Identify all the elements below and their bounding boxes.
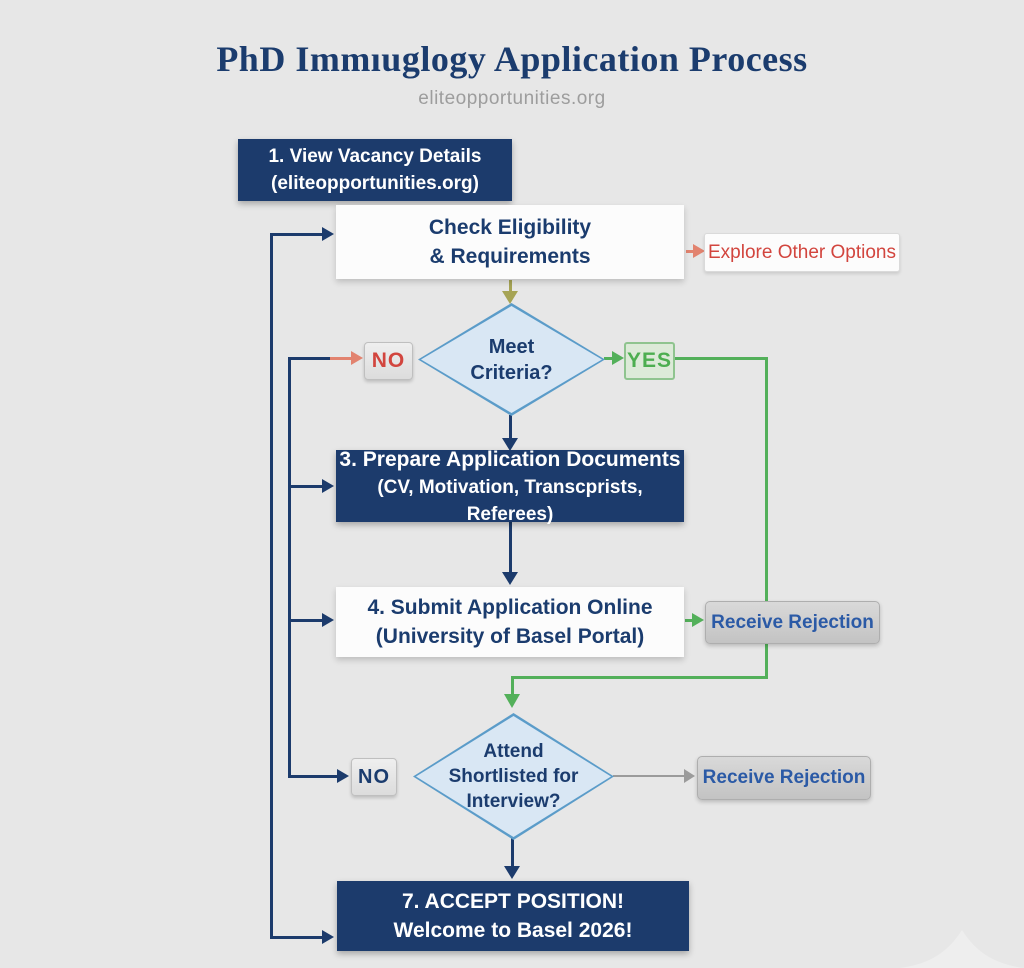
arrowhead-into-yes [612,351,624,365]
accept-position-line2: Welcome to Basel 2026! [393,919,633,942]
arrowhead-into-decision2 [504,694,520,708]
edge-step4-to-reject1 [685,619,695,622]
prepare-documents-line2: (CV, Motivation, Transcprists, Referees) [377,476,643,525]
arrowhead-into-reject2 [684,769,695,783]
edge-yes-out-horizontal [675,357,768,360]
accept-position-line1: 7. ACCEPT POSITION! [401,890,625,913]
explore-other-options-label: Explore Other Options [708,241,896,263]
arrowhead-into-no2 [337,769,349,783]
node-decision-shortlisted: Attend Shortlisted for Interview? [413,713,614,840]
node-prepare-documents: 3. Prepare Application Documents (CV, Mo… [336,448,684,525]
label-yes-1: YES [624,342,675,380]
edge-decision2-to-step7 [511,838,514,868]
edge-to-no1-salmon [330,357,352,360]
no2-text: NO [358,765,390,788]
arrowhead-into-no1 [351,351,363,365]
view-vacancy-line2: (eliteopportunities.org) [271,173,479,194]
page-title: PhD Immıuglogy Application Process [216,39,808,79]
node-check-eligibility: Check Eligibility & Requirements [336,205,684,279]
edge-decision2-to-reject2 [613,775,685,777]
node-receive-rejection-2: Receive Rejection [697,756,871,800]
decision1-line2: Criteria? [470,361,553,384]
submit-application-line1: 4. Submit Application Online [367,596,653,619]
arrowhead-step3-step4 [502,572,518,585]
yes1-text: YES [626,349,673,372]
arrowhead-into-explore [693,244,705,258]
check-eligibility-line2: & Requirements [429,245,591,268]
page-subtitle: eliteopportunities.org [418,88,606,109]
edge-yes-drop-to-decision2 [511,676,514,696]
arrowhead-into-decision1 [502,291,518,304]
decision2-line3: Interview? [466,791,561,812]
edge-loop-to-step4 [288,619,324,622]
edge-loop-to-no2 [288,775,338,778]
edge-outer-loop-bottom [270,936,322,939]
arrowhead-into-accept-box [322,930,334,944]
arrowhead-into-check-box [322,227,334,241]
edge-to-no1-navy [288,357,330,360]
decision2-line2: Shortlisted for [448,766,579,787]
edge-check-to-decision1 [509,280,512,293]
node-accept-position: 7. ACCEPT POSITION! Welcome to Basel 202… [337,881,689,951]
label-no-2: NO [351,758,397,796]
edge-outer-loop-top [270,233,322,236]
decorative-peak-shape [900,930,1024,968]
edge-loop-to-step3 [288,485,324,488]
prepare-documents-line1: 3. Prepare Application Documents [339,447,681,471]
node-submit-application: 4. Submit Application Online (University… [336,587,684,657]
node-explore-other-options: Explore Other Options [704,233,900,272]
no1-text: NO [371,349,406,372]
decision2-line1: Attend [483,741,544,762]
node-view-vacancy: 1. View Vacancy Details (eliteopportunit… [238,139,512,201]
arrowhead-into-reject1 [692,613,704,627]
check-eligibility-line1: Check Eligibility [428,216,592,239]
edge-decision1-to-step3 [509,415,512,440]
arrowhead-into-step3 [322,479,334,493]
edge-outer-loop-vertical [270,233,273,939]
node-receive-rejection-1: Receive Rejection [705,601,880,644]
receive-rejection1-label: Receive Rejection [711,611,874,633]
node-decision-meet-criteria: Meet Criteria? [418,303,605,416]
edge-decision1-to-yes [604,357,615,360]
arrowhead-decision1-step3 [502,438,518,451]
view-vacancy-line1: 1. View Vacancy Details [268,146,482,167]
edge-yes-horizontal-return [511,676,768,679]
label-no-1: NO [364,342,413,380]
decision1-line1: Meet [488,335,535,358]
submit-application-line2: (University of Basel Portal) [375,625,645,648]
arrowhead-into-step4 [322,613,334,627]
edge-step3-to-step4 [509,522,512,574]
edge-check-to-explore [686,250,696,253]
receive-rejection2-label: Receive Rejection [702,767,866,788]
edge-yes-vertical [765,357,768,679]
arrowhead-decision2-step7 [504,866,520,879]
edge-inner-loop-vertical [288,357,291,778]
